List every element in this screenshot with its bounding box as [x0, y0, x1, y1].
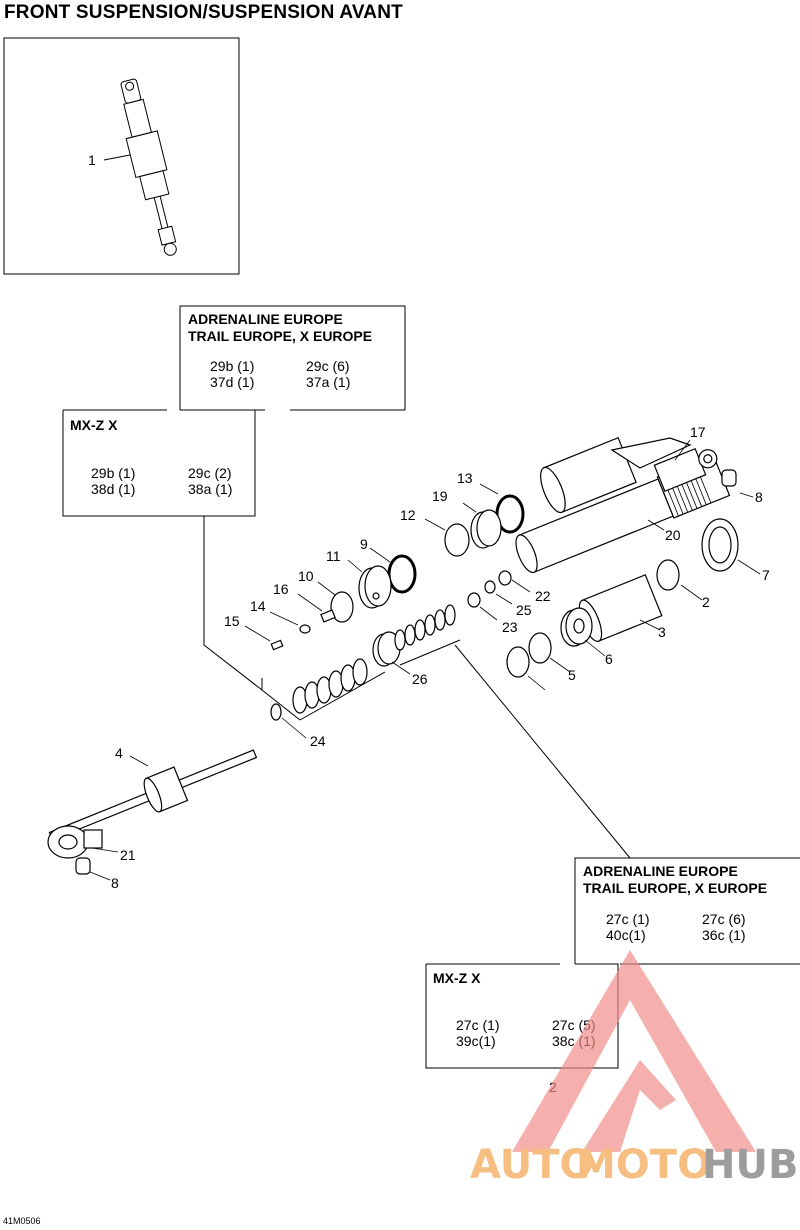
box-cell: 39c(1) [456, 1033, 496, 1049]
box-outlines [62, 305, 800, 1069]
part-label-1: 1 [88, 152, 96, 168]
box-cell: 27c (1) [606, 911, 650, 927]
part-label-8a: 8 [755, 489, 763, 505]
box-cell: 29b (1) [91, 465, 135, 481]
complete-shock-drawing [120, 78, 177, 256]
box-cell: 37a (1) [306, 374, 350, 390]
part-label-8b: 8 [111, 875, 119, 891]
part-label-21: 21 [120, 847, 136, 863]
part-label-6: 6 [605, 651, 613, 667]
part-label-19: 19 [432, 488, 448, 504]
part-labels: 2 2 3 4 5 6 7 8 8 9 10 11 12 13 14 15 16… [111, 424, 770, 1095]
part-label-12: 12 [400, 507, 416, 523]
box-cell: 37d (1) [210, 374, 254, 390]
box-bottom-europe: ADRENALINE EUROPE TRAIL EUROPE, X EUROPE… [583, 863, 767, 943]
box-bottom-mxz: MX-Z X 27c (1) 27c (5) 39c(1) 38c (1) [433, 970, 596, 1049]
box-leaders [203, 516, 631, 859]
box-cell: 40c(1) [606, 927, 646, 943]
watermark-logo: AUTO MOTO HUB [470, 950, 798, 1188]
figure-id: 41M0506 [3, 1216, 41, 1226]
part-leaders [89, 439, 761, 881]
part-label-22: 22 [535, 588, 551, 604]
box-cell: 38a (1) [188, 481, 232, 497]
part-label-5: 5 [568, 667, 576, 683]
box-top-mxz: MX-Z X 29b (1) 29c (2) 38d (1) 38a (1) [70, 417, 232, 497]
box-title-line2: TRAIL EUROPE, X EUROPE [583, 880, 767, 896]
part-label-3: 3 [658, 624, 666, 640]
box-cell: 29c (2) [188, 465, 232, 481]
box-cell: 36c (1) [702, 927, 746, 943]
part-label-16: 16 [273, 581, 289, 597]
box-top-europe: ADRENALINE EUROPE TRAIL EUROPE, X EUROPE… [188, 311, 372, 390]
part-label-25: 25 [516, 602, 532, 618]
page-title: FRONT SUSPENSION/SUSPENSION AVANT [4, 2, 403, 23]
watermark-auto: AUTO [470, 1142, 594, 1188]
part-label-2a: 2 [702, 594, 710, 610]
part-label-14: 14 [250, 598, 266, 614]
box-title: MX-Z X [70, 417, 118, 433]
box-title: MX-Z X [433, 970, 481, 986]
box-title-line2: TRAIL EUROPE, X EUROPE [188, 328, 372, 344]
watermark-hub: HUB [702, 1142, 798, 1188]
part-label-15: 15 [224, 613, 240, 629]
inset-box [3, 37, 240, 275]
part-label-24: 24 [310, 733, 326, 749]
box-cell: 29c (6) [306, 358, 350, 374]
part-label-4: 4 [115, 745, 123, 761]
box-cell: 38d (1) [91, 481, 135, 497]
part-label-26: 26 [412, 671, 428, 687]
watermark-moto: MOTO [576, 1142, 711, 1188]
part-label-10: 10 [298, 568, 314, 584]
part-label-13: 13 [457, 470, 473, 486]
triangle-logo-icon [512, 950, 756, 1152]
shock-parts [47, 436, 739, 875]
part-label-17: 17 [690, 424, 706, 440]
part-label-11: 11 [326, 548, 341, 564]
part-label-23: 23 [502, 619, 518, 635]
box-cell: 27c (1) [456, 1017, 500, 1033]
box-cell: 27c (6) [702, 911, 746, 927]
box-title-line1: ADRENALINE EUROPE [188, 311, 343, 327]
part-label-7: 7 [762, 567, 770, 583]
part-label-20: 20 [665, 527, 681, 543]
box-cell: 29b (1) [210, 358, 254, 374]
part-label-9: 9 [360, 536, 368, 552]
box-title-line1: ADRENALINE EUROPE [583, 863, 738, 879]
